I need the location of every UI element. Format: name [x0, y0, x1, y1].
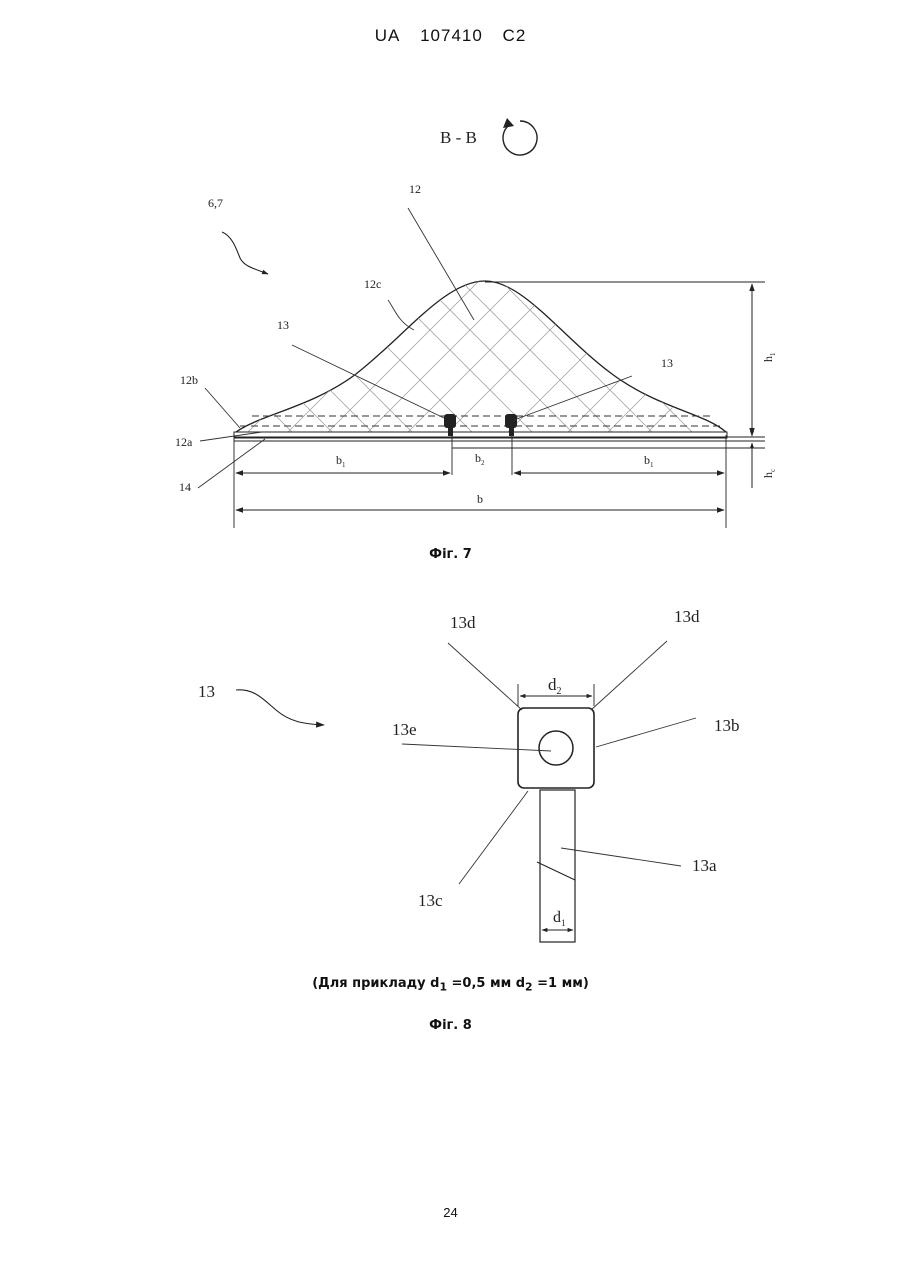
ref-label-13b: 13b	[714, 716, 740, 735]
ref-label-13d-left: 13d	[450, 613, 476, 632]
dim-b-label: b	[477, 492, 483, 506]
leader-13-right	[514, 376, 632, 420]
ref-label-12a: 12a	[175, 435, 193, 449]
leader-12b	[205, 388, 240, 428]
fig8-drawing: 13 d2 d1 13d 13d 13e 13b 13a 13c	[198, 607, 740, 942]
dim-d2-label: d2	[548, 675, 562, 697]
leader-6-7	[222, 232, 268, 274]
ref-label-13c: 13c	[418, 891, 443, 910]
ref-label-12b: 12b	[180, 373, 198, 387]
pin-hole	[539, 731, 573, 765]
dim-b1-left-label: b1	[336, 453, 346, 469]
section-label: B - B	[440, 128, 477, 147]
rotation-arrow-icon	[503, 118, 537, 155]
leader-14	[198, 439, 265, 488]
leader-13c	[459, 791, 528, 884]
ref-label-12: 12	[409, 182, 421, 196]
fig8-example-note: (Для прикладу d1 =0,5 мм d2 =1 мм)	[0, 976, 901, 994]
leader-13d-left	[448, 643, 522, 710]
ref-label-13-left: 13	[277, 318, 289, 332]
leader-13-wavy	[236, 690, 324, 725]
dim-b2-label: b2	[475, 451, 485, 467]
ref-label-12c: 12c	[364, 277, 381, 291]
leader-13b	[596, 718, 696, 747]
ref-label-6-7: 6,7	[208, 196, 223, 210]
ref-label-13a: 13a	[692, 856, 717, 875]
page-number: 24	[0, 1205, 901, 1220]
dim-hc-label: hc	[761, 469, 777, 478]
ref-label-13e: 13e	[392, 720, 417, 739]
fig7-caption: Фіг. 7	[0, 547, 901, 562]
ref-label-13-right: 13	[661, 356, 673, 370]
dim-h1-label: h1	[761, 352, 777, 362]
fig7-drawing: B - B 6,7	[140, 118, 800, 528]
ref-label-13d-right: 13d	[674, 607, 700, 626]
ref-label-14: 14	[179, 480, 191, 494]
leader-13d-right	[591, 641, 667, 710]
dim-b1-right-label: b1	[644, 453, 654, 469]
ref-label-13: 13	[198, 682, 215, 701]
leader-12	[408, 208, 474, 320]
leader-13a	[561, 848, 681, 866]
fig8-caption: Фіг. 8	[0, 1018, 901, 1033]
